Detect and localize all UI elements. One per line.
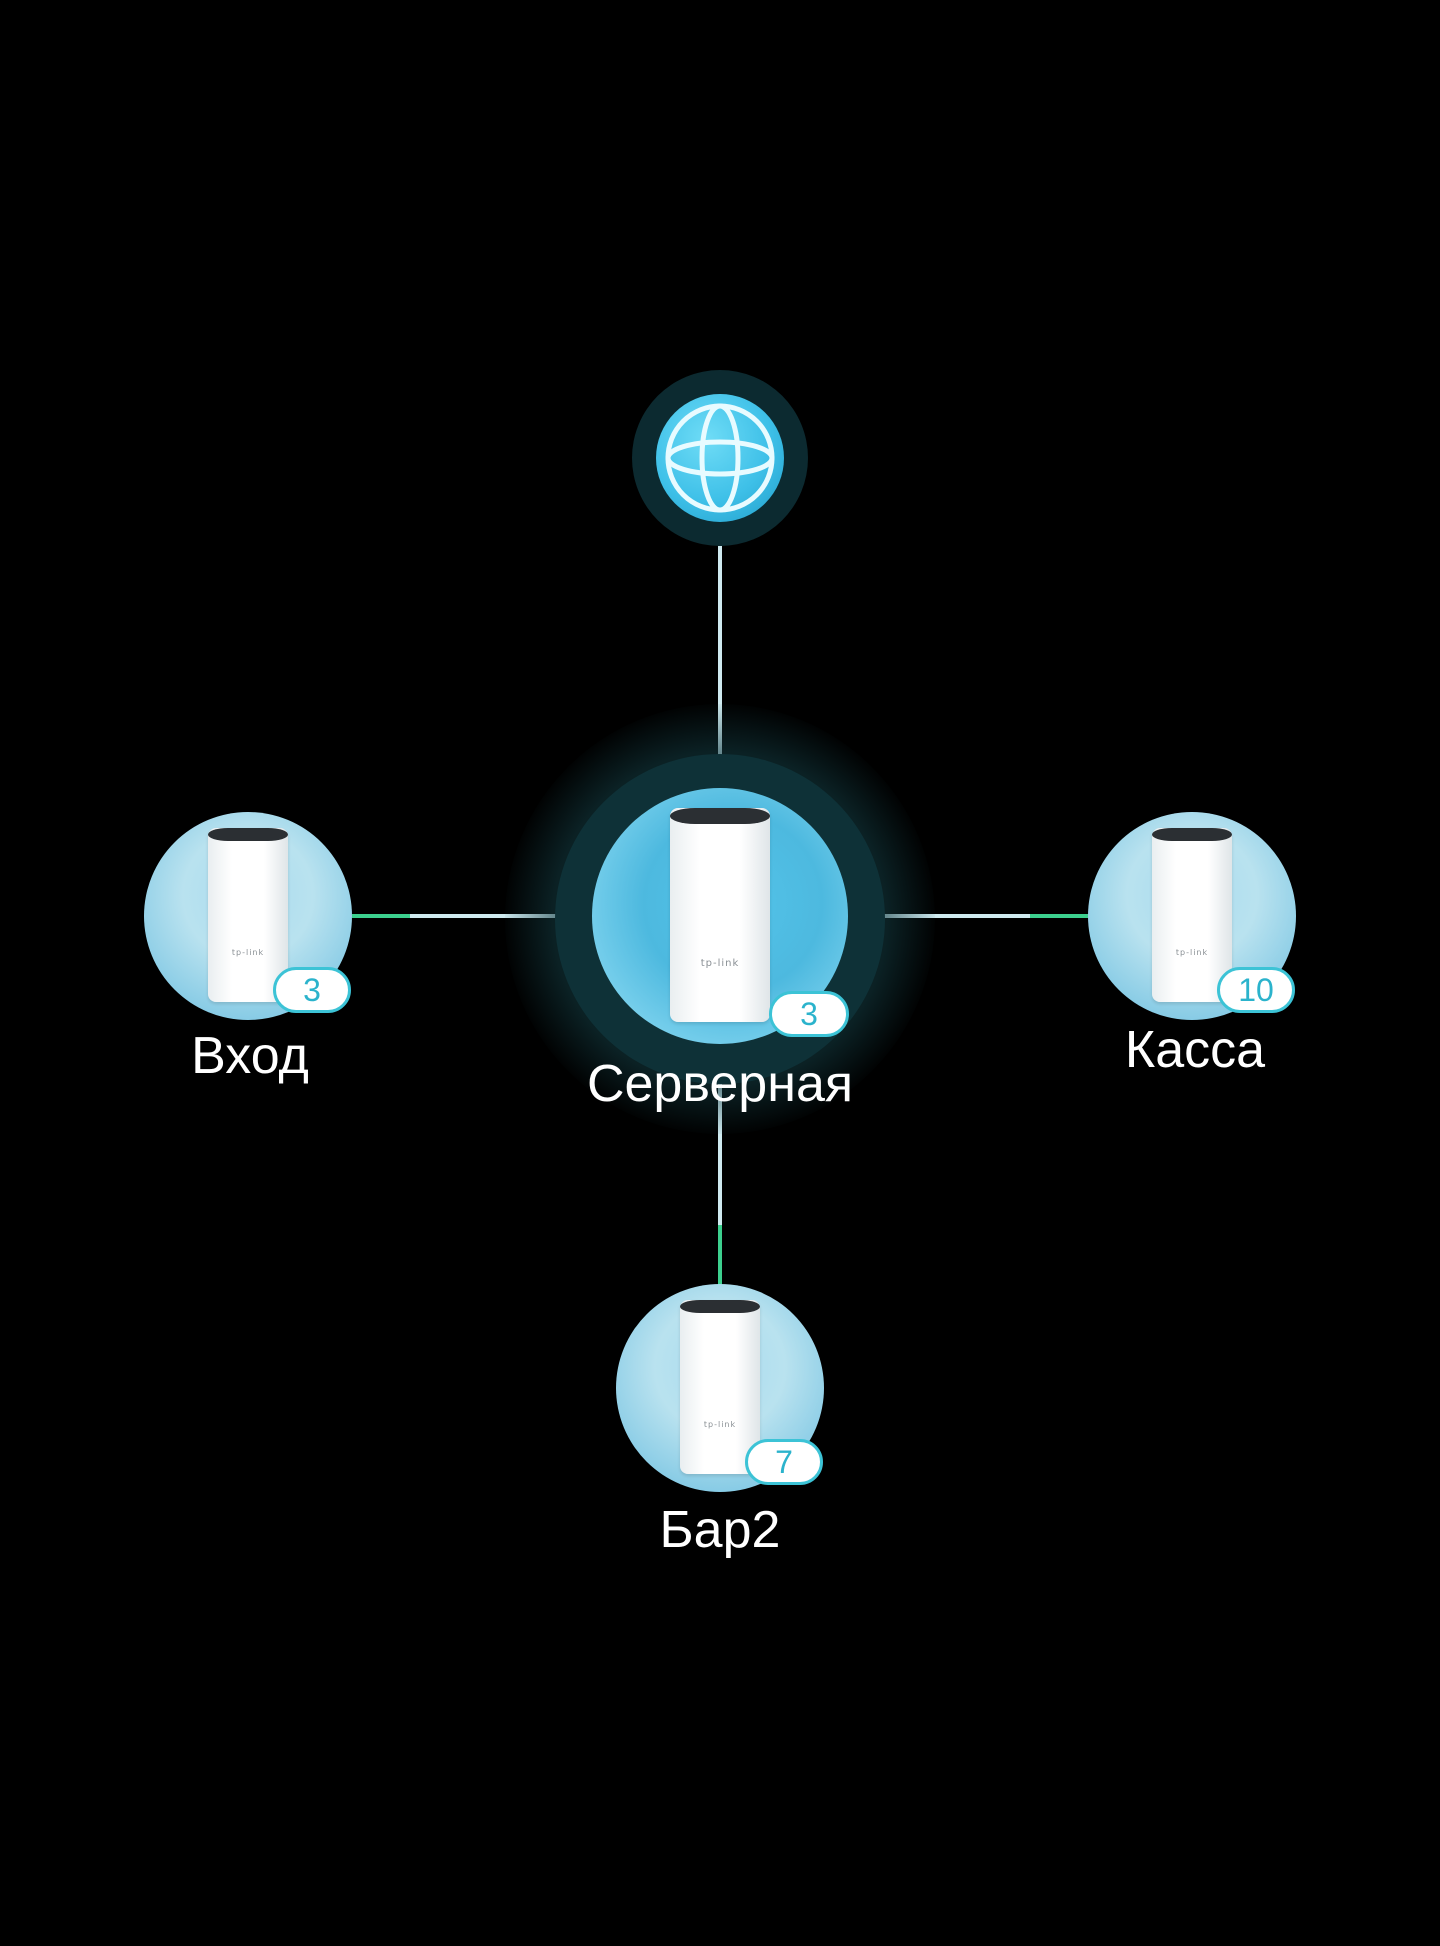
client-count-badge: 3 xyxy=(273,967,351,1013)
deco-router-icon: tp-link xyxy=(208,828,288,1002)
client-count-badge: 10 xyxy=(1217,967,1295,1013)
internet-node[interactable] xyxy=(632,370,808,546)
deco-router-icon: tp-link xyxy=(670,808,770,1022)
deco-router-icon: tp-link xyxy=(1152,828,1232,1002)
node-main[interactable]: tp-link xyxy=(592,788,848,1044)
node-right[interactable]: tp-link xyxy=(1088,812,1296,1020)
router-logo: tp-link xyxy=(231,948,265,957)
router-logo: tp-link xyxy=(703,1420,737,1429)
client-count-badge: 3 xyxy=(769,991,849,1037)
node-name-label: Бар2 xyxy=(659,1501,781,1559)
router-cap xyxy=(1152,828,1232,841)
client-count-badge: 7 xyxy=(745,1439,823,1485)
router-cap xyxy=(670,808,770,824)
node-name-label: Вход xyxy=(191,1027,309,1085)
router-logo: tp-link xyxy=(700,958,740,969)
node-name-label: Серверная xyxy=(586,1055,854,1113)
node-left[interactable]: tp-link xyxy=(144,812,352,1020)
router-logo: tp-link xyxy=(1175,948,1209,957)
deco-router-icon: tp-link xyxy=(680,1300,760,1474)
node-name-label: Касса xyxy=(1124,1021,1266,1079)
node-bottom[interactable]: tp-link xyxy=(616,1284,824,1492)
router-cap xyxy=(680,1300,760,1313)
router-cap xyxy=(208,828,288,841)
globe-icon xyxy=(656,394,784,522)
